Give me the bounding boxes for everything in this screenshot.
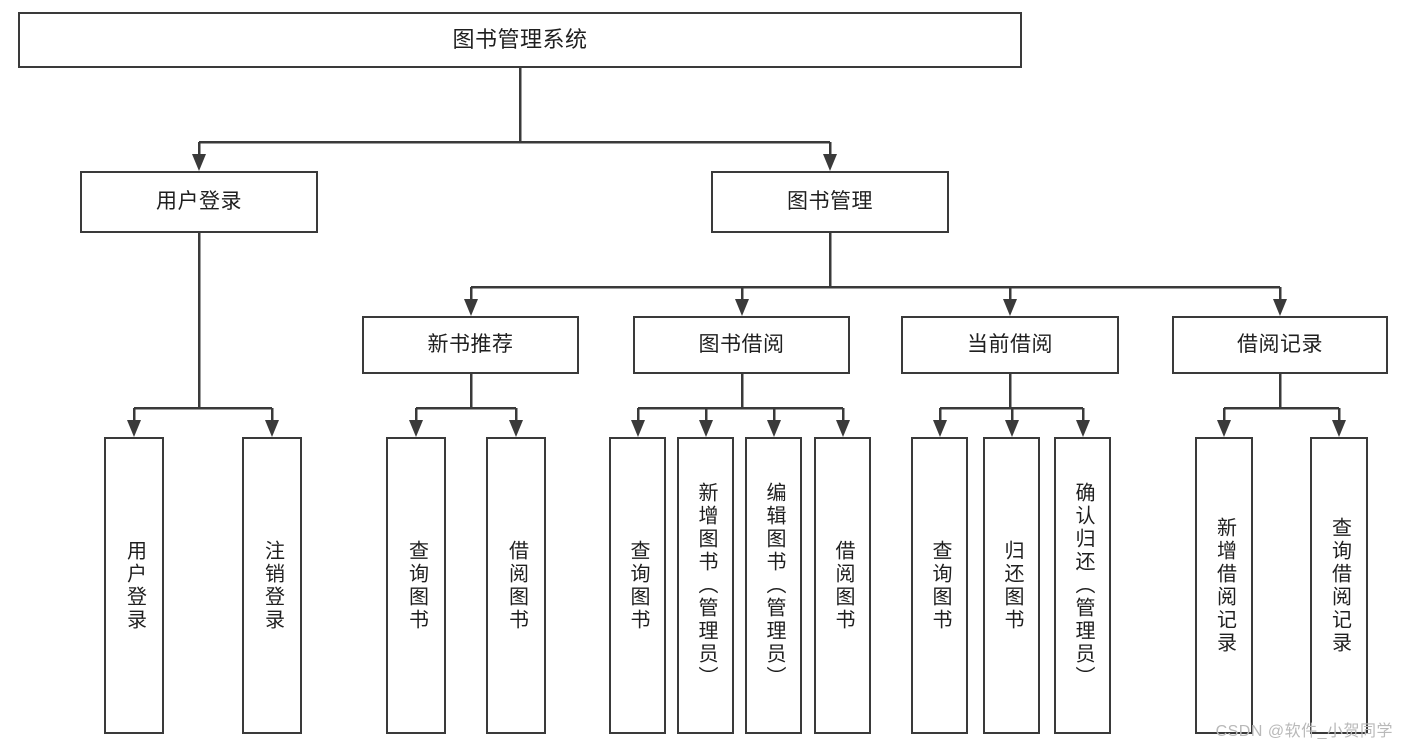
node-leaf-return-book[interactable]: 归还图书: [983, 437, 1040, 734]
node-leaf-logout[interactable]: 注销登录: [242, 437, 302, 734]
node-label: 查询图书: [627, 539, 649, 632]
node-label: 归还图书: [1001, 539, 1023, 632]
node-leaf-confirm-return[interactable]: 确认归还（管理员）: [1054, 437, 1111, 734]
node-leaf-user-login[interactable]: 用户登录: [104, 437, 164, 734]
node-leaf-query-book-2[interactable]: 查询图书: [609, 437, 666, 734]
node-book-borrow[interactable]: 图书借阅: [633, 316, 850, 374]
arrowhead-leaf-add-book: [699, 420, 713, 437]
arrowhead-book-manage: [823, 154, 837, 171]
node-label: 查询图书: [405, 539, 428, 632]
node-user-login[interactable]: 用户登录: [80, 171, 318, 233]
arrowhead-leaf-user-login: [127, 420, 141, 437]
arrowhead-leaf-query-book-2: [631, 420, 645, 437]
node-label: 注销登录: [261, 539, 284, 632]
node-label: 当前借阅: [967, 332, 1053, 356]
node-label: 图书管理: [787, 189, 873, 213]
arrowhead-leaf-confirm-return: [1076, 420, 1090, 437]
arrowhead-leaf-borrow-book-2: [836, 420, 850, 437]
node-leaf-query-book-1[interactable]: 查询图书: [386, 437, 446, 734]
arrowhead-leaf-query-book-1: [409, 420, 423, 437]
node-current-borrow[interactable]: 当前借阅: [901, 316, 1119, 374]
node-label: 图书借阅: [698, 332, 785, 356]
node-book-manage[interactable]: 图书管理: [711, 171, 949, 233]
arrowhead-leaf-logout: [265, 420, 279, 437]
node-leaf-edit-book[interactable]: 编辑图书（管理员）: [745, 437, 802, 734]
arrowhead-leaf-query-book-3: [933, 420, 947, 437]
node-label: 编辑图书（管理员）: [763, 482, 785, 689]
arrowhead-leaf-return-book: [1005, 420, 1019, 437]
node-label: 新增图书（管理员）: [695, 482, 717, 689]
node-borrow-record[interactable]: 借阅记录: [1172, 316, 1388, 374]
arrowhead-leaf-query-record: [1332, 420, 1346, 437]
node-leaf-add-record[interactable]: 新增借阅记录: [1195, 437, 1253, 734]
node-label: 新增借阅记录: [1213, 516, 1236, 655]
node-leaf-query-book-3[interactable]: 查询图书: [911, 437, 968, 734]
node-label: 借阅图书: [505, 539, 528, 632]
node-label: 用户登录: [123, 539, 146, 632]
node-leaf-query-record[interactable]: 查询借阅记录: [1310, 437, 1368, 734]
node-label: 图书管理系统: [452, 27, 588, 53]
node-label: 借阅图书: [832, 539, 854, 632]
arrowhead-leaf-borrow-book-1: [509, 420, 523, 437]
arrowhead-book-borrow: [735, 299, 749, 316]
arrowhead-current-borrow: [1003, 299, 1017, 316]
arrowhead-new-book-rec: [464, 299, 478, 316]
node-label: 借阅记录: [1237, 332, 1323, 356]
arrowhead-user-login: [192, 154, 206, 171]
arrowhead-leaf-edit-book: [767, 420, 781, 437]
node-label: 确认归还（管理员）: [1072, 482, 1094, 689]
arrowhead-leaf-add-record: [1217, 420, 1231, 437]
node-new-book-rec[interactable]: 新书推荐: [362, 316, 579, 374]
node-leaf-borrow-book-2[interactable]: 借阅图书: [814, 437, 871, 734]
node-leaf-add-book[interactable]: 新增图书（管理员）: [677, 437, 734, 734]
watermark: CSDN @软件_小贺同学: [1215, 723, 1393, 740]
node-leaf-borrow-book-1[interactable]: 借阅图书: [486, 437, 546, 734]
node-label: 查询图书: [929, 539, 951, 632]
node-label: 新书推荐: [427, 332, 514, 356]
arrowhead-borrow-record: [1273, 299, 1287, 316]
node-label: 查询借阅记录: [1328, 516, 1351, 655]
node-label: 用户登录: [156, 189, 242, 213]
node-root[interactable]: 图书管理系统: [18, 12, 1022, 68]
